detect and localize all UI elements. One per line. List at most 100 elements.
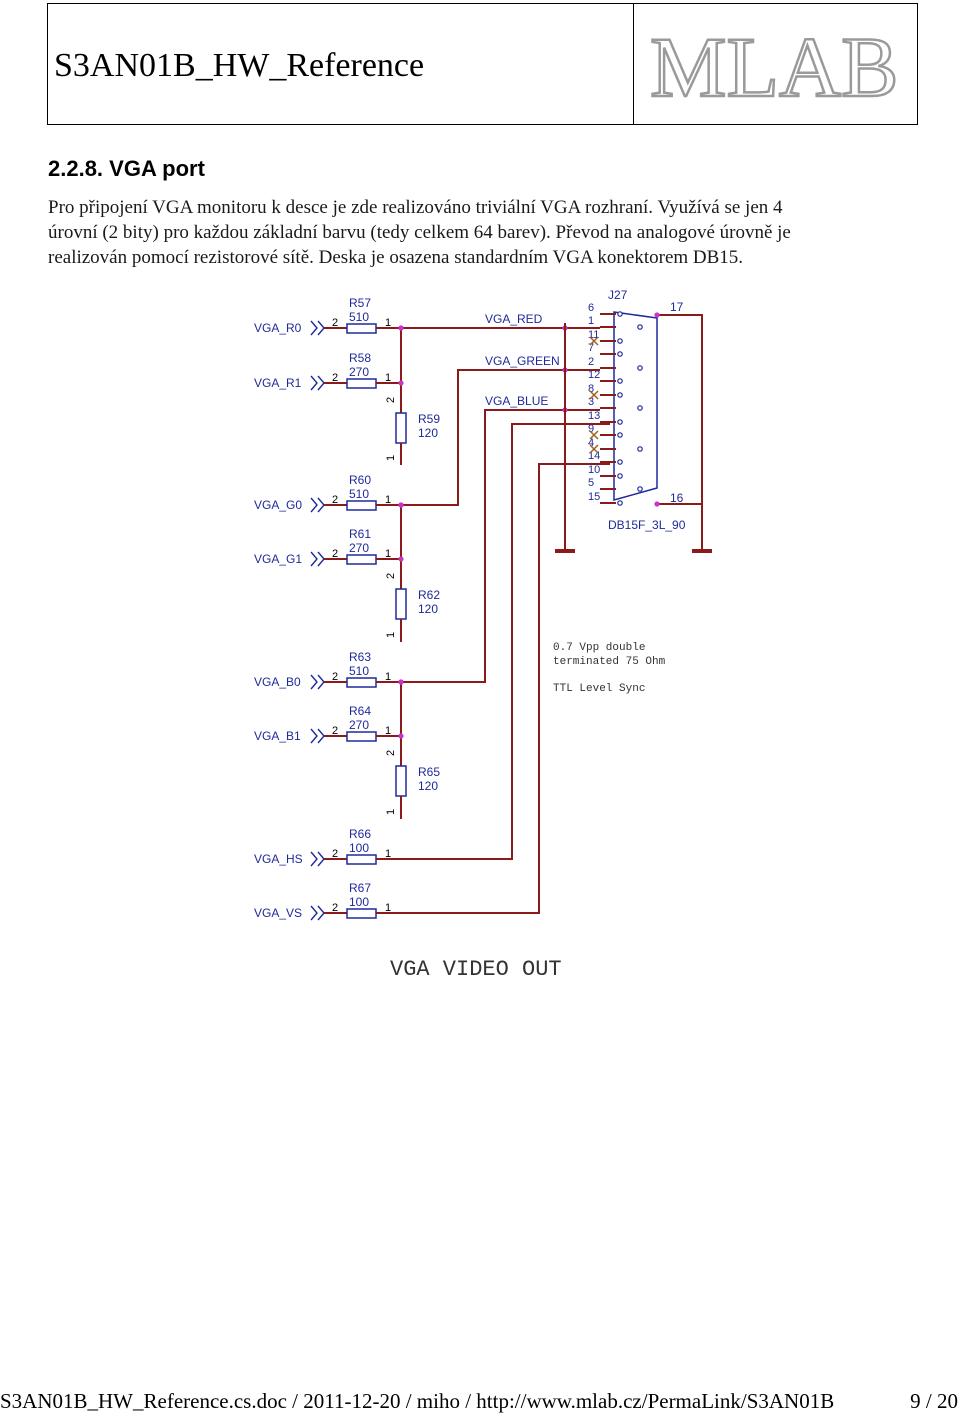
note-text: TTL Level Sync [553,683,645,695]
resistor-body-r58 [346,378,377,389]
connector-pin-number: 12 [588,369,600,381]
connector-contact [637,486,643,492]
net-hsync [376,423,610,860]
section-paragraph: Pro připojení VGA monitoru k desce je zd… [48,195,908,270]
pin-number: 2 [332,372,338,384]
input-label-vga_b1: VGA_B1 [254,729,301,743]
connector-contact [617,392,623,398]
page-footer: S3AN01B_HW_Reference.cs.doc / 2011-12-20… [0,1387,960,1415]
input-port-arrow [310,320,325,336]
resistor-ref-r65: R65 [418,765,440,779]
resistor-ref-r64: R64 [349,704,371,718]
header-divider [633,4,634,124]
document-title: S3AN01B_HW_Reference [54,47,425,84]
pin-number: 2 [332,548,338,560]
pin-number: 2 [385,573,397,579]
resistor-body-r62 [395,588,407,620]
input-label-vga_vs: VGA_VS [254,906,302,920]
connector-contact [637,446,643,452]
pin-number: 1 [385,548,391,560]
connector-pin-number: 1 [588,315,594,327]
pin-number: 2 [332,902,338,914]
resistor-value-r59: 120 [418,426,438,440]
input-label-vga_hs: VGA_HS [254,852,303,866]
connector-pin-number: 7 [588,342,594,354]
input-port-arrow [310,375,325,391]
input-label-vga_r1: VGA_R1 [254,376,302,390]
net-label-vga-blue: VGA_BLUE [485,394,548,408]
input-port-arrow [310,497,325,513]
connector-pin-number: 3 [588,396,594,408]
pin-number: 2 [332,848,338,860]
pin-number: 1 [385,494,391,506]
pin-number: 1 [385,725,391,737]
resistor-value-r61: 270 [349,541,369,555]
resistor-value-r57: 510 [349,310,369,324]
no-connect-mark [589,390,599,400]
mlab-logo: MLAB [649,24,900,114]
paragraph-line: úrovní (2 bity) pro každou základní barv… [48,222,791,243]
connector-contact [637,405,643,411]
paragraph-line: Pro připojení VGA monitoru k desce je zd… [48,197,783,218]
connector-ref: J27 [608,288,628,302]
connector-pin-number: 15 [588,491,600,503]
no-connect-mark [589,336,599,346]
pin-number: 1 [385,848,391,860]
input-label-vga_b0: VGA_B0 [254,675,301,689]
junction-dot [398,679,404,685]
connector-contact [617,419,623,425]
resistor-ref-r57: R57 [349,296,371,310]
connector-contact [617,500,623,506]
shield-wire [657,314,703,551]
connector-contact [637,324,643,330]
resistor-body-r63 [346,677,377,688]
resistor-ref-r61: R61 [349,527,371,541]
input-label-vga_g0: VGA_G0 [254,498,302,512]
input-label-vga_g1: VGA_G1 [254,552,302,566]
section-heading: 2.2.8. VGA port [48,156,205,181]
resistor-body-r61 [346,554,377,565]
connector-shield-pin: 17 [670,300,684,314]
connector-contact [617,378,623,384]
connector-contact [637,365,643,371]
input-port-arrow [310,728,325,744]
resistor-value-r60: 510 [349,487,369,501]
resistor-value-r64: 270 [349,718,369,732]
input-port-arrow [310,551,325,567]
junction-dot [654,501,660,507]
input-port-arrow [310,851,325,867]
resistor-ref-r63: R63 [349,650,371,664]
resistor-body-r67 [346,908,377,919]
connector-contact [617,473,623,479]
connector-pin-number: 4 [588,437,594,449]
pin-number: 1 [385,671,391,683]
no-connect-mark [589,444,599,454]
connector-pin-number: 13 [588,410,600,422]
footer-page-number: 9 / 20 [910,1389,958,1413]
connector-pin-number: 8 [588,383,594,395]
connector-pin-number: 9 [588,423,594,435]
connector-contact [617,459,623,465]
resistor-ref-r66: R66 [349,827,371,841]
pin-number: 1 [385,317,391,329]
note-text: 0.7 Vpp double [553,642,645,654]
input-label-vga_r0: VGA_R0 [254,321,302,335]
pin-number: 1 [385,632,397,638]
resistor-body-r66 [346,854,377,865]
net-label-vga-red: VGA_RED [485,312,543,326]
resistor-body-r57 [346,323,377,334]
paragraph-line: realizován pomocí rezistorové sítě. Desk… [48,247,744,268]
input-port-arrow [310,905,325,921]
footer-document-info: S3AN01B_HW_Reference.cs.doc / 2011-12-20… [0,1389,835,1413]
no-connect-mark [589,430,599,440]
connector-shell [613,311,658,501]
resistor-value-r67: 100 [349,895,369,909]
net-label-vga-green: VGA_GREEN [485,354,560,368]
input-port-arrow [310,674,325,690]
pin-number: 1 [385,372,391,384]
connector-contact [617,311,623,317]
junction-dot [654,312,660,318]
connector-contact [617,432,623,438]
resistor-ref-r62: R62 [418,588,440,602]
